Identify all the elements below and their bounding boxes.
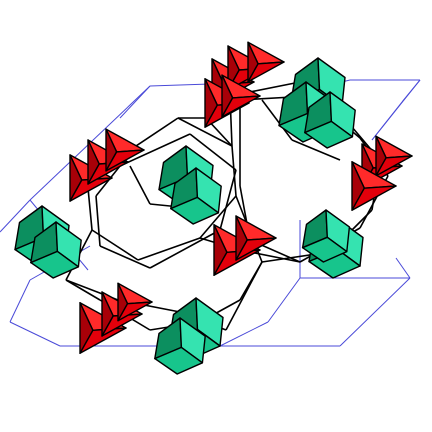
cell-edge (267, 277, 301, 323)
bond-line (95, 195, 101, 247)
bond-line (87, 187, 93, 231)
red-tetrahedron (117, 282, 153, 322)
bond-line (189, 133, 237, 171)
octahedron-face (301, 236, 348, 263)
octahedron-face (30, 250, 80, 279)
cell-edge (339, 277, 411, 347)
cell-edge (395, 257, 411, 279)
cell-edge (219, 321, 269, 347)
tetrahedron-face (221, 95, 261, 118)
tetrahedron-face (247, 61, 285, 83)
octahedron-face (304, 120, 354, 149)
red-tetrahedron (375, 135, 413, 177)
red-tetrahedron (105, 128, 145, 172)
bond-line (137, 237, 201, 261)
tetrahedron-face (235, 237, 277, 261)
bond-line (177, 117, 233, 147)
tetrahedron-face (117, 301, 153, 322)
cell-edge (371, 101, 403, 141)
bond-line (231, 145, 237, 197)
green-octahedron (170, 167, 222, 225)
bond-line (199, 195, 237, 239)
green-octahedron (301, 209, 351, 263)
bond-line (219, 169, 237, 231)
cell-edge (9, 279, 31, 323)
green-octahedron (154, 317, 206, 375)
green-octahedron (30, 221, 82, 279)
octahedron-face (154, 346, 204, 375)
red-tetrahedron (235, 215, 277, 261)
bond-line (239, 261, 263, 301)
bond-line (129, 165, 151, 205)
red-tetrahedron (247, 41, 285, 83)
cell-edge (401, 79, 421, 103)
cell-edge (149, 83, 211, 87)
bond-line (99, 245, 151, 269)
red-tetrahedron (351, 161, 397, 211)
cell-edge (0, 199, 31, 233)
bond-line (119, 133, 191, 167)
tetrahedron-face (351, 185, 397, 211)
bond-line (95, 165, 121, 197)
octahedron-face (170, 196, 220, 225)
red-tetrahedron (221, 74, 261, 118)
polyhedra (14, 41, 413, 375)
tetrahedron-face (375, 155, 413, 177)
bond-line (261, 99, 293, 141)
tetrahedron-face (105, 149, 145, 172)
bond-line (149, 229, 221, 269)
bond-line (291, 139, 341, 161)
cell-edge (9, 321, 61, 347)
cell-edge (119, 85, 151, 119)
red-tetrahedron (213, 223, 261, 276)
bond-line (65, 279, 101, 301)
green-octahedron (304, 91, 356, 149)
